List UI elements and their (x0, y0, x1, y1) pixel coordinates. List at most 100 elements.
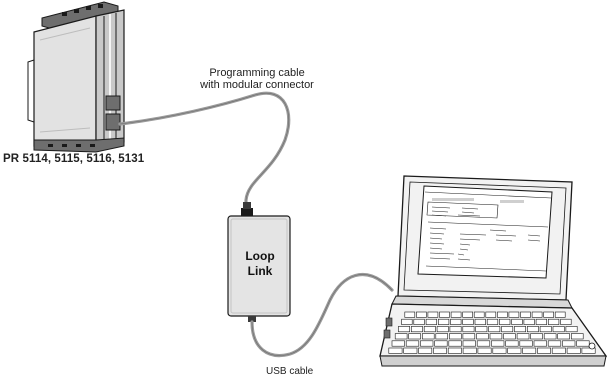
keyboard-key (403, 347, 418, 354)
keyboard-key (410, 326, 423, 333)
keyboard-key (475, 326, 488, 333)
keyboard-key (450, 311, 462, 318)
keyboard-key (505, 340, 519, 347)
keyboard-key (491, 340, 505, 347)
keyboard-key (476, 340, 491, 347)
programming-cable-label-line2: with modular connector (200, 79, 314, 91)
keyboard-key (405, 340, 420, 347)
keyboard-key (566, 347, 581, 354)
keyboard-key (394, 333, 408, 340)
keyboard-key (439, 311, 450, 318)
keyboard-key (488, 326, 501, 333)
keyboard-key (570, 333, 584, 340)
keyboard-key (421, 333, 435, 340)
keyboard-key (462, 340, 476, 347)
keyboard-key (485, 311, 497, 318)
keyboard-key (560, 318, 572, 325)
programming-cable-label-line1: Programming cable (209, 67, 305, 79)
loop-link-label: Loop Link (230, 249, 290, 279)
terminal-screws-top (62, 4, 103, 16)
keyboard-key (562, 340, 576, 347)
keyboard-key (401, 318, 413, 325)
keyboard-key (418, 347, 433, 354)
keyboard-key (543, 311, 555, 318)
keyboard-key (408, 333, 421, 340)
keyboard-key (581, 347, 596, 354)
keyboard-key (416, 311, 427, 318)
keyboard-key (552, 326, 565, 333)
keyboard-key (474, 318, 486, 325)
device-models-label: PR 5114, 5115, 5116, 5131 (3, 153, 145, 165)
keyboard-key (433, 347, 447, 354)
keyboard-key (477, 347, 492, 354)
keyboard-key (434, 340, 448, 347)
keyboard-key (508, 311, 520, 318)
keyboard-key (425, 318, 438, 325)
keyboard-key (462, 311, 474, 318)
keyboard-key (462, 333, 476, 340)
keyboard-key (565, 326, 578, 333)
keyboard-key (533, 340, 547, 347)
keyboard-key (436, 326, 449, 333)
keyboard-key (449, 333, 462, 340)
keyboard-key (388, 347, 403, 354)
loop-link-box (227, 202, 291, 322)
keyboard-key (522, 347, 537, 354)
keyboard-key (547, 318, 560, 325)
keyboard-key (507, 347, 522, 354)
keyboard-key (511, 318, 523, 325)
keyboard-key (427, 311, 439, 318)
programming-cable (118, 91, 291, 214)
usb-cable-label: USB cable (266, 366, 314, 377)
keyboard-key (530, 333, 543, 340)
keyboard-key (462, 347, 477, 354)
keyboard-key (554, 311, 566, 318)
keyboard-key (539, 326, 552, 333)
pr-transmitter-device (27, 1, 125, 153)
keyboard-key (519, 340, 533, 347)
keyboard-key (462, 326, 475, 333)
keyboard-key (447, 347, 462, 354)
keyboard-key (497, 311, 508, 318)
keyboard-key (398, 326, 410, 333)
keyboard-key (501, 326, 514, 333)
keyboard-key (514, 326, 527, 333)
keyboard-key (473, 311, 485, 318)
keyboard-key (423, 326, 436, 333)
keyboard-key (435, 333, 448, 340)
loop-link-label-line2: Link (247, 264, 273, 278)
keyboard-key (437, 318, 450, 325)
keyboard-key (499, 318, 511, 325)
keyboard-key (520, 311, 531, 318)
keyboard-key (537, 347, 552, 354)
keyboard-key (476, 333, 489, 340)
keyboard-key (551, 347, 566, 354)
keyboard-key (450, 318, 462, 325)
keyboard-key (535, 318, 547, 325)
programming-cable-label: Programming cable with modular connector (182, 67, 332, 91)
keyboard-key (547, 340, 562, 347)
keyboard-key (523, 318, 535, 325)
keyboard-key (526, 326, 539, 333)
keyboard-key (543, 333, 557, 340)
keyboard-key (391, 340, 405, 347)
keyboard-key (576, 340, 590, 347)
keyboard-key (531, 311, 543, 318)
keyboard-key (489, 333, 503, 340)
keyboard-key (448, 340, 462, 347)
keyboard-key (404, 311, 416, 318)
laptop-keyboard (388, 311, 596, 354)
keyboard-key (492, 347, 507, 354)
laptop (379, 175, 607, 367)
screen-software-window (424, 191, 552, 272)
keyboard-key (503, 333, 516, 340)
keyboard-key (516, 333, 530, 340)
keyboard-key (449, 326, 462, 333)
keyboard-key (420, 340, 434, 347)
keyboard-key (462, 318, 474, 325)
keyboard-key (413, 318, 425, 325)
terminal-screws-bottom (48, 144, 95, 147)
loop-link-label-line1: Loop (245, 249, 275, 263)
